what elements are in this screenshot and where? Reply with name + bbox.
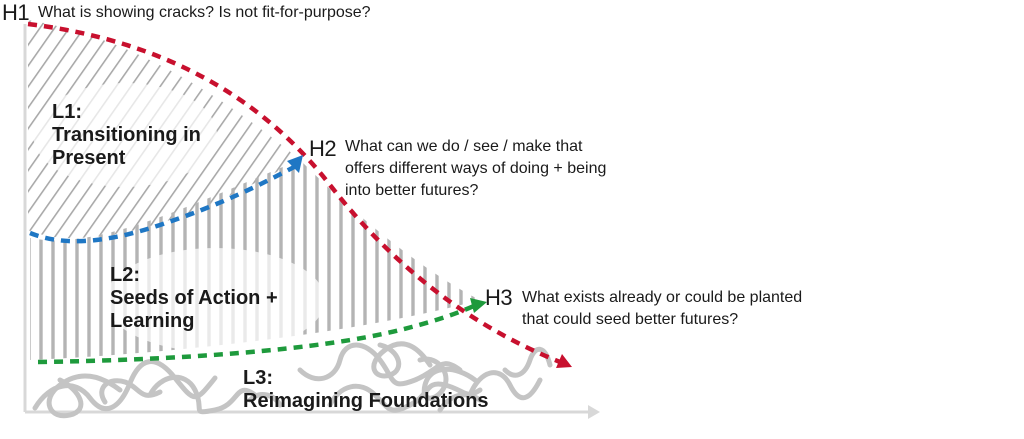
x-axis-arrowhead <box>588 405 600 419</box>
horizon-3-curve <box>37 298 487 365</box>
layer-2-label: L2: Seeds of Action + Learning <box>110 264 278 333</box>
layer-2-highlight <box>105 248 325 352</box>
layer-3-label-line-2: Reimagining Foundations <box>243 390 489 412</box>
layer-1-label-line-2: Transitioning in <box>52 124 201 146</box>
horizon-1-arrowhead <box>556 354 572 368</box>
layer-2-label-line-1: L2: <box>110 264 140 286</box>
horizon-2-question-line-1: What can we do / see / make that <box>345 138 583 155</box>
layer-1-label-line-3: Present <box>52 147 126 169</box>
horizon-2-question-line-3: into better futures? <box>345 182 479 199</box>
layer-2-label-line-2: Seeds of Action + <box>110 287 278 309</box>
horizon-3-question-line-1: What exists already or could be planted <box>522 289 803 306</box>
horizon-3-arrowhead <box>470 298 487 313</box>
layer-1-label-line-1: L1: <box>52 101 82 123</box>
horizon-2-arrowhead <box>287 155 303 173</box>
layer-3-label-line-1: L3: <box>243 367 273 389</box>
layer-2-label-line-3: Learning <box>110 310 195 332</box>
axes <box>23 24 600 419</box>
horizon-2-question-line-2: offers different ways of doing + being <box>345 160 607 177</box>
horizon-3-question-line-2: that could seed better futures? <box>522 311 739 328</box>
horizon-1-question: What is showing cracks? Is not fit-for-p… <box>38 2 371 24</box>
horizon-2-question: What can we do / see / make that offers … <box>345 136 606 202</box>
layer-1-highlight <box>33 83 217 187</box>
layer-3-texture <box>32 341 553 419</box>
horizon-3-question: What exists already or could be planted … <box>522 287 802 331</box>
horizon-1-curve <box>27 21 572 368</box>
horizon-1-question-line-1: What is showing cracks? Is not fit-for-p… <box>38 4 371 21</box>
horizon-2-tag: H2 <box>309 136 337 161</box>
horizon-2-curve <box>29 155 303 244</box>
horizon-1-tag: H1 <box>2 0 30 25</box>
layer-1-label: L1: Transitioning in Present <box>52 101 201 170</box>
layer-3-label: L3: Reimagining Foundations <box>243 367 489 413</box>
horizon-3-tag: H3 <box>485 285 513 310</box>
